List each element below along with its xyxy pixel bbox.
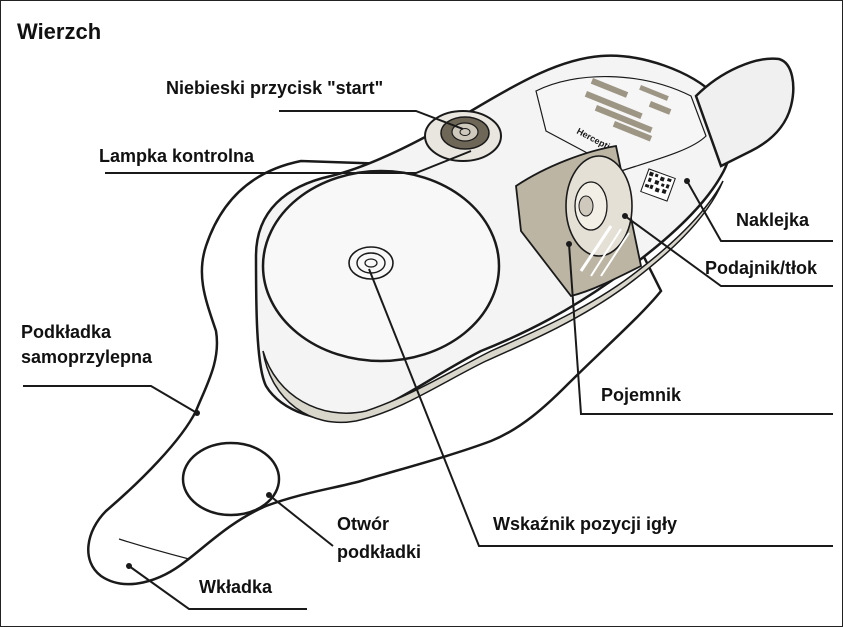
leader-lines <box>23 110 833 610</box>
dome-top <box>261 169 501 363</box>
device-plug <box>694 57 795 168</box>
label-insert: Wkładka <box>199 577 273 597</box>
label-feeder-piston: Podajnik/tłok <box>705 258 818 278</box>
needle-indicator <box>348 246 394 280</box>
label-sticker: Naklejka <box>736 210 810 230</box>
label-needle-indicator: Wskaźnik pozycji igły <box>493 514 678 534</box>
label-pad-hole-line1: Otwór <box>337 514 389 534</box>
label-control-lamp: Lampka kontrolna <box>99 146 255 166</box>
view-title: Wierzch <box>17 19 102 44</box>
label-container: Pojemnik <box>601 385 682 405</box>
label-start-button: Niebieski przycisk "start" <box>166 78 384 98</box>
label-pad-hole-line2: podkładki <box>337 542 422 562</box>
pad-hole <box>181 441 281 517</box>
label-adhesive-pad-line1: Podkładka <box>21 322 112 342</box>
label-adhesive-pad-line2: samoprzylepna <box>21 347 153 367</box>
barcode-icon <box>640 168 676 202</box>
